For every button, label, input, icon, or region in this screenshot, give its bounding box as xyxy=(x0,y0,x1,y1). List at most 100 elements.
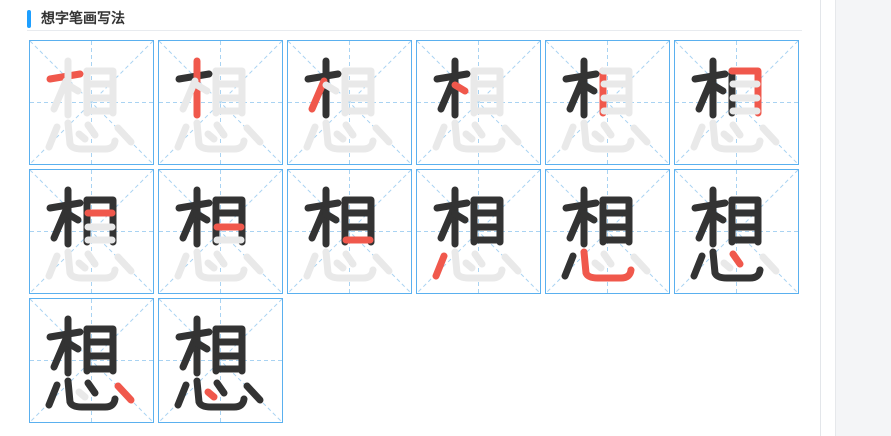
completed-stroke xyxy=(64,377,119,411)
current-stroke xyxy=(451,81,469,95)
pending-stroke xyxy=(462,259,476,272)
stroke-step-diagram xyxy=(675,41,798,164)
pending-stroke xyxy=(303,123,319,151)
pending-stroke xyxy=(174,123,190,151)
stroke-step-cell: 9 xyxy=(287,169,412,294)
character-strokes xyxy=(690,57,780,153)
completed-stroke xyxy=(64,210,82,224)
pending-stroke xyxy=(75,388,89,401)
stroke-step-cell: 10 xyxy=(416,169,541,294)
stroke-step-diagram xyxy=(288,170,411,293)
pending-stroke xyxy=(322,248,377,282)
section-marker-icon xyxy=(27,10,31,28)
pending-stroke xyxy=(690,123,706,151)
pending-stroke xyxy=(451,248,506,282)
pending-stroke xyxy=(243,253,264,275)
section-header: 想字笔画写法 xyxy=(27,8,802,31)
completed-stroke xyxy=(599,196,633,246)
stroke-step-cell: 3 xyxy=(287,40,412,165)
completed-stroke xyxy=(83,196,117,246)
completed-stroke xyxy=(437,77,457,113)
completed-stroke xyxy=(580,210,598,224)
pending-stroke xyxy=(333,130,347,143)
pending-stroke xyxy=(322,81,340,95)
stroke-order-panel: 想字笔画写法 1234567891011121314 xyxy=(27,8,802,423)
pending-stroke xyxy=(114,253,135,275)
completed-stroke xyxy=(83,325,117,375)
completed-stroke xyxy=(695,77,715,113)
stroke-step-diagram xyxy=(675,170,798,293)
pending-stroke xyxy=(341,67,375,117)
completed-stroke xyxy=(709,248,764,282)
stroke-step-diagram xyxy=(159,170,282,293)
current-stroke xyxy=(114,382,135,404)
pending-stroke xyxy=(470,67,504,117)
completed-stroke xyxy=(212,196,246,246)
pending-stroke xyxy=(64,248,119,282)
practice-guide-lines xyxy=(417,170,540,293)
completed-stroke xyxy=(695,206,715,242)
pending-stroke xyxy=(75,130,89,143)
pending-stroke xyxy=(84,121,99,139)
completed-stroke xyxy=(566,206,586,242)
completed-stroke xyxy=(561,252,577,280)
character-strokes xyxy=(174,315,264,411)
practice-guide-lines xyxy=(159,170,282,293)
stroke-step-cell: 7 xyxy=(29,169,154,294)
completed-stroke xyxy=(193,210,211,224)
stroke-step-diagram xyxy=(159,299,282,422)
current-stroke xyxy=(580,248,635,282)
character-strokes xyxy=(561,186,651,282)
pending-stroke xyxy=(432,123,448,151)
pending-stroke xyxy=(174,252,190,280)
character-strokes xyxy=(174,186,264,282)
pending-stroke xyxy=(462,130,476,143)
pending-stroke xyxy=(561,123,577,151)
practice-guide-lines xyxy=(30,299,153,422)
stroke-step-diagram xyxy=(546,41,669,164)
right-sidebar xyxy=(835,0,891,436)
pending-stroke xyxy=(64,81,82,95)
stroke-step-diagram xyxy=(417,41,540,164)
pending-stroke xyxy=(193,119,248,153)
completed-stroke xyxy=(84,379,99,397)
page-gutter xyxy=(821,0,835,436)
stroke-step-cell: 13 xyxy=(29,298,154,423)
pending-stroke xyxy=(600,250,615,268)
character-strokes xyxy=(174,57,264,153)
stroke-step-diagram xyxy=(30,299,153,422)
completed-stroke xyxy=(566,77,586,113)
pending-stroke xyxy=(114,124,135,146)
completed-stroke xyxy=(451,210,469,224)
current-stroke xyxy=(432,252,448,280)
pending-stroke xyxy=(83,67,117,117)
pending-stroke xyxy=(322,119,377,153)
pending-stroke xyxy=(213,250,228,268)
character-strokes xyxy=(45,186,135,282)
panel-divider xyxy=(820,0,821,436)
current-stroke xyxy=(728,67,762,117)
completed-stroke xyxy=(50,335,70,371)
completed-stroke xyxy=(179,335,199,371)
completed-stroke xyxy=(437,206,457,242)
pending-stroke xyxy=(501,124,522,146)
practice-guide-lines xyxy=(30,41,153,164)
completed-stroke xyxy=(341,196,375,246)
completed-stroke xyxy=(174,381,190,409)
character-strokes xyxy=(303,186,393,282)
stroke-step-cell: 1 xyxy=(29,40,154,165)
pending-stroke xyxy=(599,67,633,117)
completed-stroke xyxy=(50,206,70,242)
pending-stroke xyxy=(580,119,635,153)
stroke-step-diagram xyxy=(546,170,669,293)
stroke-step-cell: 11 xyxy=(545,169,670,294)
practice-guide-lines xyxy=(288,170,411,293)
completed-stroke xyxy=(709,81,727,95)
pending-stroke xyxy=(193,248,248,282)
stroke-step-diagram xyxy=(417,170,540,293)
pending-stroke xyxy=(179,77,199,113)
practice-guide-lines xyxy=(546,41,669,164)
completed-stroke xyxy=(243,382,264,404)
pending-stroke xyxy=(372,124,393,146)
practice-guide-lines xyxy=(675,170,798,293)
